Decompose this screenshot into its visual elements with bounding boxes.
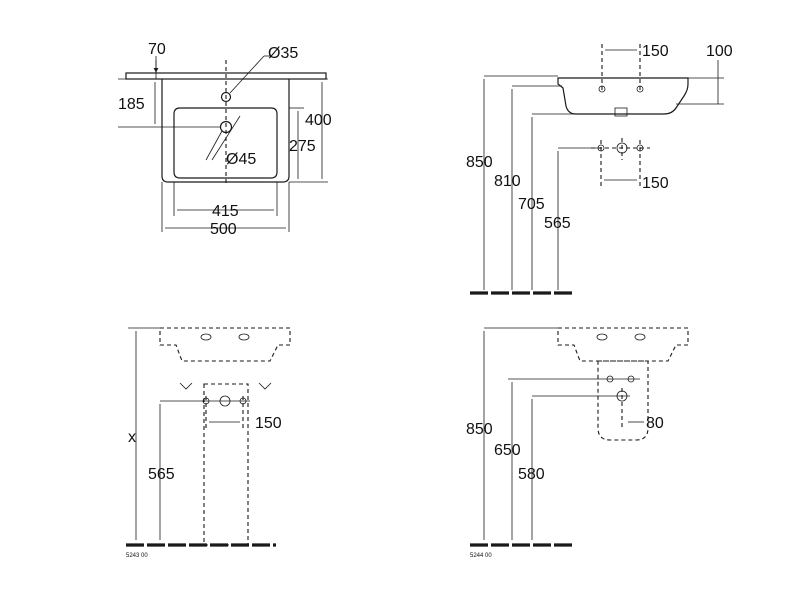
semi-pedestal-outline — [597, 360, 649, 441]
plan-view: 70 Ø35 185 Ø45 400 275 415 500 — [118, 41, 332, 238]
dim-850-semi: 850 — [466, 421, 493, 438]
dim-100: 100 — [706, 43, 733, 60]
dim-diam35: Ø35 — [268, 45, 298, 62]
dim-415: 415 — [212, 203, 239, 220]
dim-810: 810 — [494, 173, 521, 190]
dim-150-top: 150 — [642, 43, 669, 60]
dim-580: 580 — [518, 466, 545, 483]
basin-rim — [125, 72, 327, 80]
dim-565-pedestal: 565 — [148, 466, 175, 483]
tap-hole — [220, 91, 232, 103]
dim-150-pedestal: 150 — [255, 415, 282, 432]
drawing-code-5243: 5243 00 — [126, 553, 148, 559]
basin-front-dashed — [159, 327, 291, 362]
dim-diam45: Ø45 — [226, 151, 256, 168]
dim-185: 185 — [118, 96, 145, 113]
basin-front-dashed-2 — [557, 327, 689, 362]
dim-400: 400 — [305, 112, 332, 129]
dim-850-side: 850 — [466, 154, 493, 171]
dim-705: 705 — [518, 196, 545, 213]
drawing-code-5244: 5244 00 — [470, 553, 492, 559]
dim-150-bottom: 150 — [642, 175, 669, 192]
dim-650: 650 — [494, 442, 521, 459]
front-view-semipedestal: 80 850 650 580 5244 00 — [466, 327, 689, 559]
dim-70: 70 — [148, 41, 166, 58]
dim-500: 500 — [210, 221, 237, 238]
side-view: 150 100 850 810 705 565 150 — [466, 43, 733, 295]
pedestal-outline — [203, 383, 249, 546]
basin-bowl — [173, 107, 278, 179]
front-view-pedestal: 150 x 565 5243 00 — [126, 327, 291, 559]
dim-565-side: 565 — [544, 215, 571, 232]
dim-x: x — [128, 429, 136, 446]
dim-275: 275 — [289, 138, 316, 155]
dim-80: 80 — [646, 415, 664, 432]
basin-side-profile — [557, 77, 689, 115]
